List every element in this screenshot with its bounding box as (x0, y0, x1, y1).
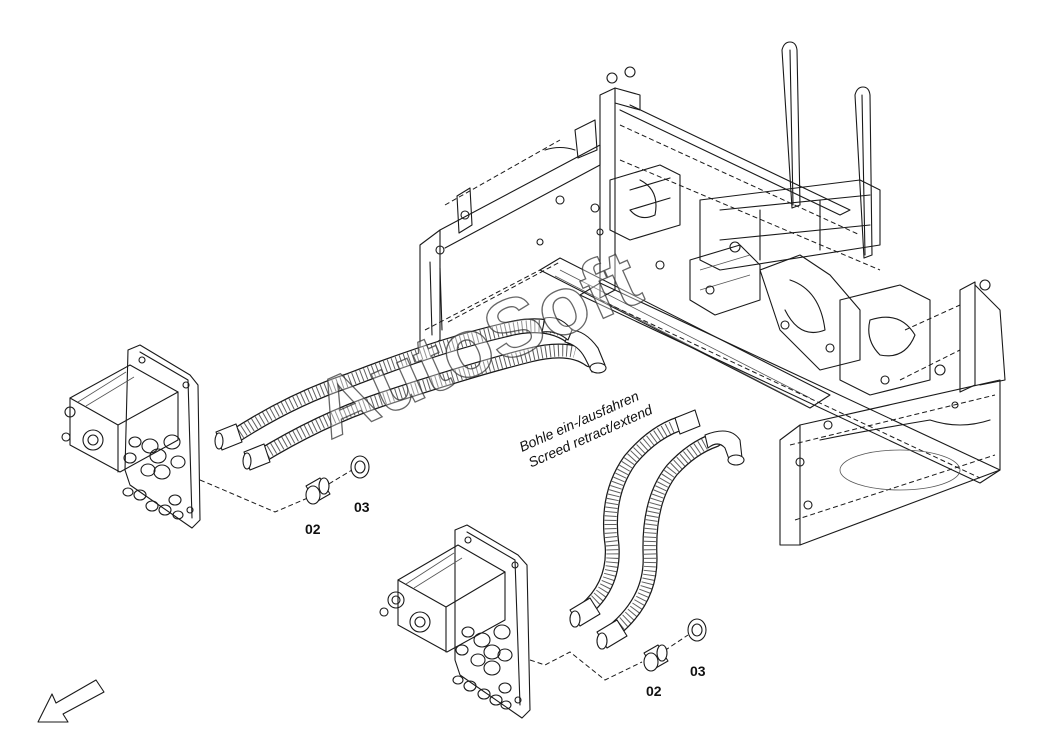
leader-lines (199, 469, 689, 681)
upper-hydraulic-hoses (214, 316, 607, 471)
screed-frame-assembly (419, 41, 1006, 546)
lower-hose-fittings (569, 409, 745, 650)
part-03-upper (350, 455, 370, 479)
lower-hydraulic-hoses (569, 409, 745, 650)
callout-03-lower: 03 (690, 663, 706, 679)
upper-hose-fittings (214, 316, 607, 471)
arrow-down-left-icon (37, 679, 105, 723)
upper-port-fittings (122, 434, 186, 520)
part-02-lower (643, 644, 669, 672)
callout-02-lower: 02 (646, 683, 662, 699)
part-03-lower (687, 618, 707, 642)
part-02-upper (305, 477, 331, 505)
callout-02-upper: 02 (305, 521, 321, 537)
upper-valve-block (61, 344, 201, 529)
callout-03-upper: 03 (354, 499, 370, 515)
lower-valve-block (379, 524, 531, 719)
lower-port-fittings (452, 624, 513, 710)
